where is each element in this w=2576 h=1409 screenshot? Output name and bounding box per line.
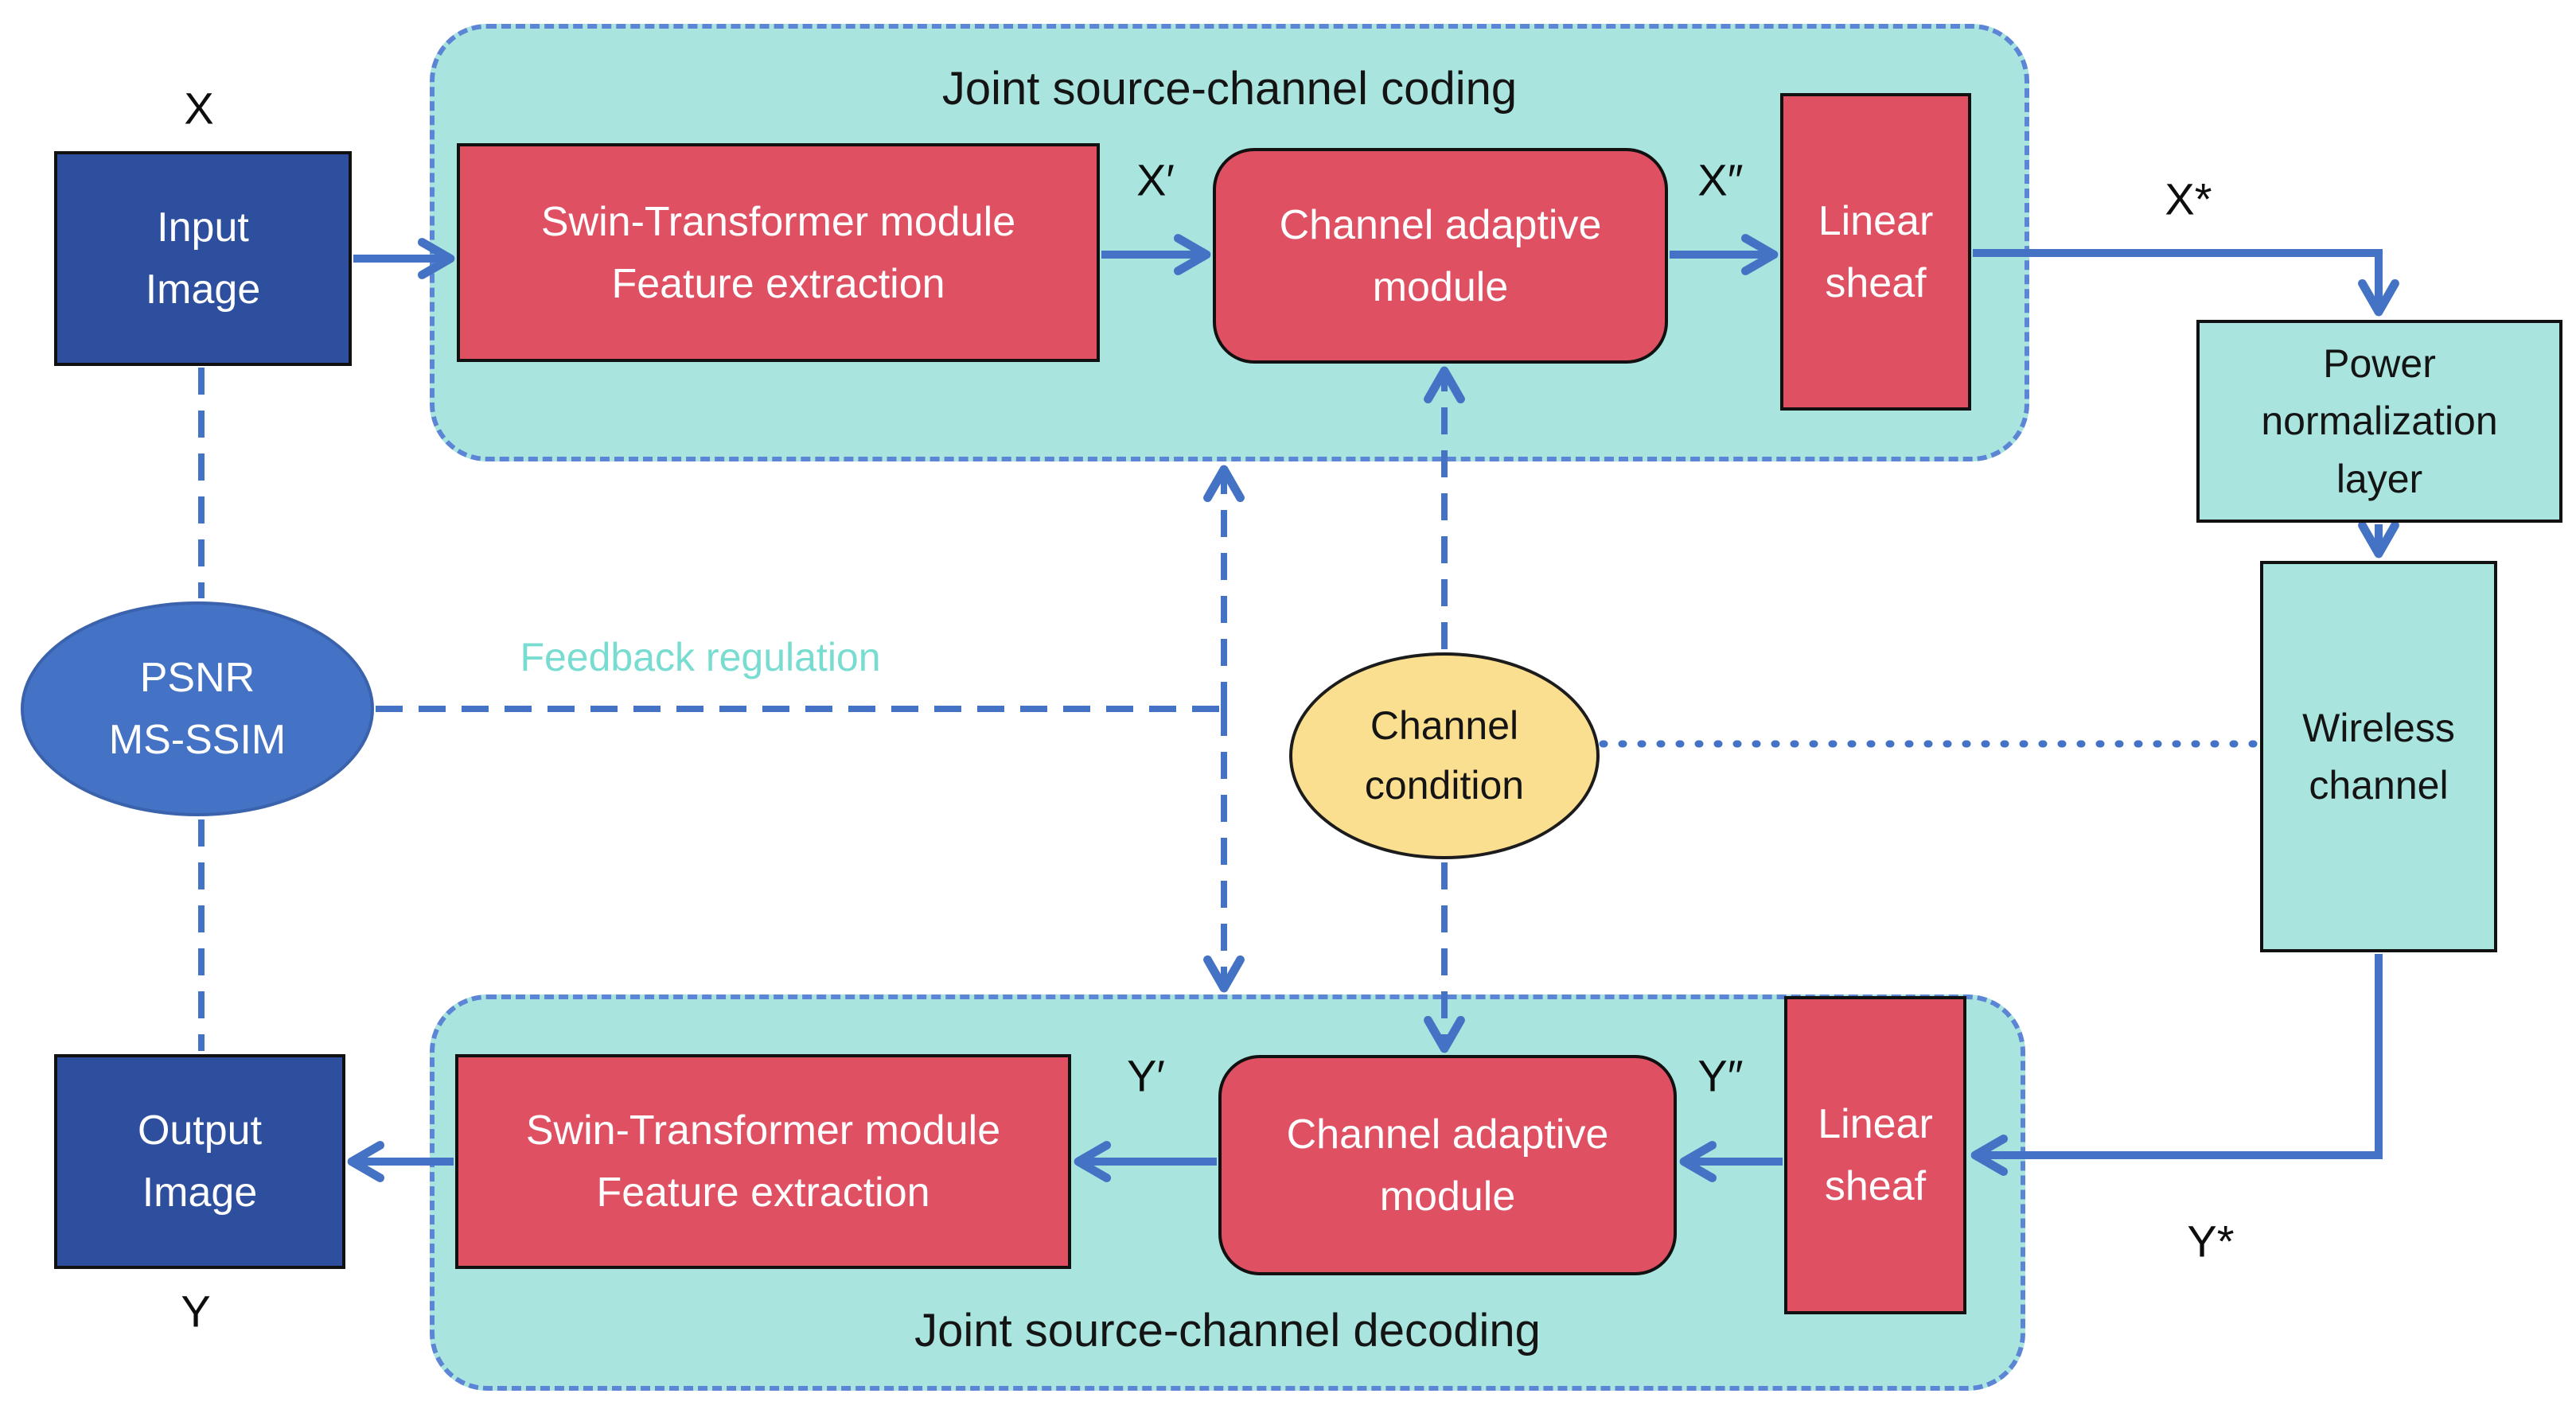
linear-sheaf-encoder-node: Linear sheaf [1780,93,1971,411]
label-y-prime: Y′ [1127,1050,1165,1101]
label-x-prime: X′ [1136,154,1175,205]
swin-transformer-decoder-node: Swin-Transformer module Feature extracti… [455,1054,1071,1269]
power-normalization-node: Power normalization layer [2196,320,2562,523]
wireless-channel-node: Wireless channel [2260,561,2497,952]
decoder-title: Joint source-channel decoding [914,1305,1541,1356]
linear-sheaf-decoder-node: Linear sheaf [1784,996,1966,1314]
encoder-title: Joint source-channel coding [941,63,1518,115]
label-y-double-prime: Y″ [1697,1050,1744,1101]
label-y-star: Y* [2187,1216,2235,1267]
channel-adaptive-encoder-node: Channel adaptive module [1213,148,1668,364]
arrow-linear-sheaf-to-power-normalization [1973,249,2399,317]
psnr-ms-ssim-ellipse: PSNR MS-SSIM [21,601,374,816]
channel-adaptive-decoder-node: Channel adaptive module [1218,1055,1677,1275]
channel-condition-ellipse: Channel condition [1289,652,1600,859]
label-y: Y [181,1286,211,1337]
swin-transformer-encoder-node: Swin-Transformer module Feature extracti… [457,143,1100,362]
output-image-node: Output Image [54,1054,345,1269]
label-x-star: X* [2165,173,2212,224]
label-feedback-regulation: Feedback regulation [520,635,881,679]
label-x-double-prime: X″ [1697,154,1744,205]
label-x: X [184,83,214,134]
arrow-wireless-channel-to-linear-sheaf-decoder [1970,954,2383,1176]
input-image-node: Input Image [54,151,352,366]
